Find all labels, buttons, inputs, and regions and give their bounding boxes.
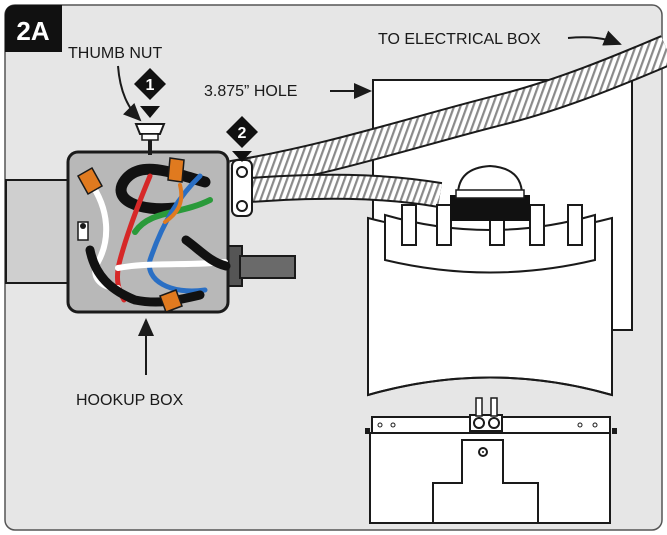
flexible-conduit-lower [249,175,442,206]
wire-nut-bottom [159,289,183,313]
wire-nut-top-left [76,166,104,196]
fixture-housing [367,204,613,397]
wire-nut-top-center [167,157,185,183]
duct-stub [5,179,69,284]
orange-wire [163,183,184,224]
callout-1-text: 1 [146,77,155,94]
thumb-nut-arrow [117,65,142,122]
green-wire [132,197,213,235]
label-hole-size: 3.875” HOLE [204,83,297,100]
electrical-box-arrow [567,30,622,46]
label-thumb-nut: THUMB NUT [68,45,162,62]
hookup-box [66,123,231,314]
label-hookup-box: HOOKUP BOX [76,392,184,409]
callout-2-text: 2 [238,125,247,142]
callout-1: 1 [134,68,166,118]
black-wire-lower [85,245,205,307]
label-to-electrical-box: TO ELECTRICAL BOX [378,31,541,48]
flexible-conduit-upper [229,37,667,190]
callout-2: 2 [226,116,258,162]
cable-gland [225,245,296,287]
base-plate [365,397,617,524]
step-tag: 2A [5,5,62,52]
black-cable-lead [181,235,231,271]
step-tag-text: 2A [16,16,49,46]
socket-dome [450,164,530,221]
thumb-nut [134,123,166,155]
